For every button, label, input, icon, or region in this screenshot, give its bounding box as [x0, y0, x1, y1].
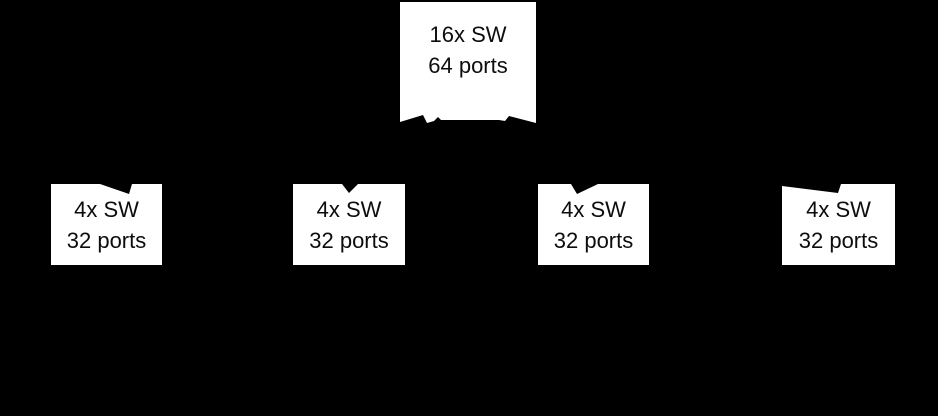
spine-switch-node: 16x SW 64 ports — [400, 2, 536, 123]
leaf-switch-node-3: 4x SW 32 ports — [538, 184, 649, 265]
leaf-switch-ports-label: 32 ports — [66, 228, 147, 253]
leaf-switch-count-label: 4x SW — [74, 197, 139, 222]
spine-switch-ports-label: 64 ports — [428, 53, 508, 78]
leaf-switch-count-label: 4x SW — [316, 197, 382, 222]
leaf-switch-ports-label: 32 ports — [309, 228, 389, 253]
leaf-switch-node-4: 4x SW 32 ports — [782, 184, 895, 265]
leaf-switch-ports-label: 32 ports — [553, 228, 634, 253]
leaf-switch-count-label: 4x SW — [561, 197, 626, 222]
spine-switch-count-label: 16x SW — [429, 22, 507, 47]
leaf-switch-node-2: 4x SW 32 ports — [293, 184, 405, 265]
leaf-switch-ports-label: 32 ports — [798, 228, 879, 253]
leaf-switch-count-label: 4x SW — [806, 197, 871, 222]
leaf-switch-node-1: 4x SW 32 ports — [51, 184, 162, 265]
